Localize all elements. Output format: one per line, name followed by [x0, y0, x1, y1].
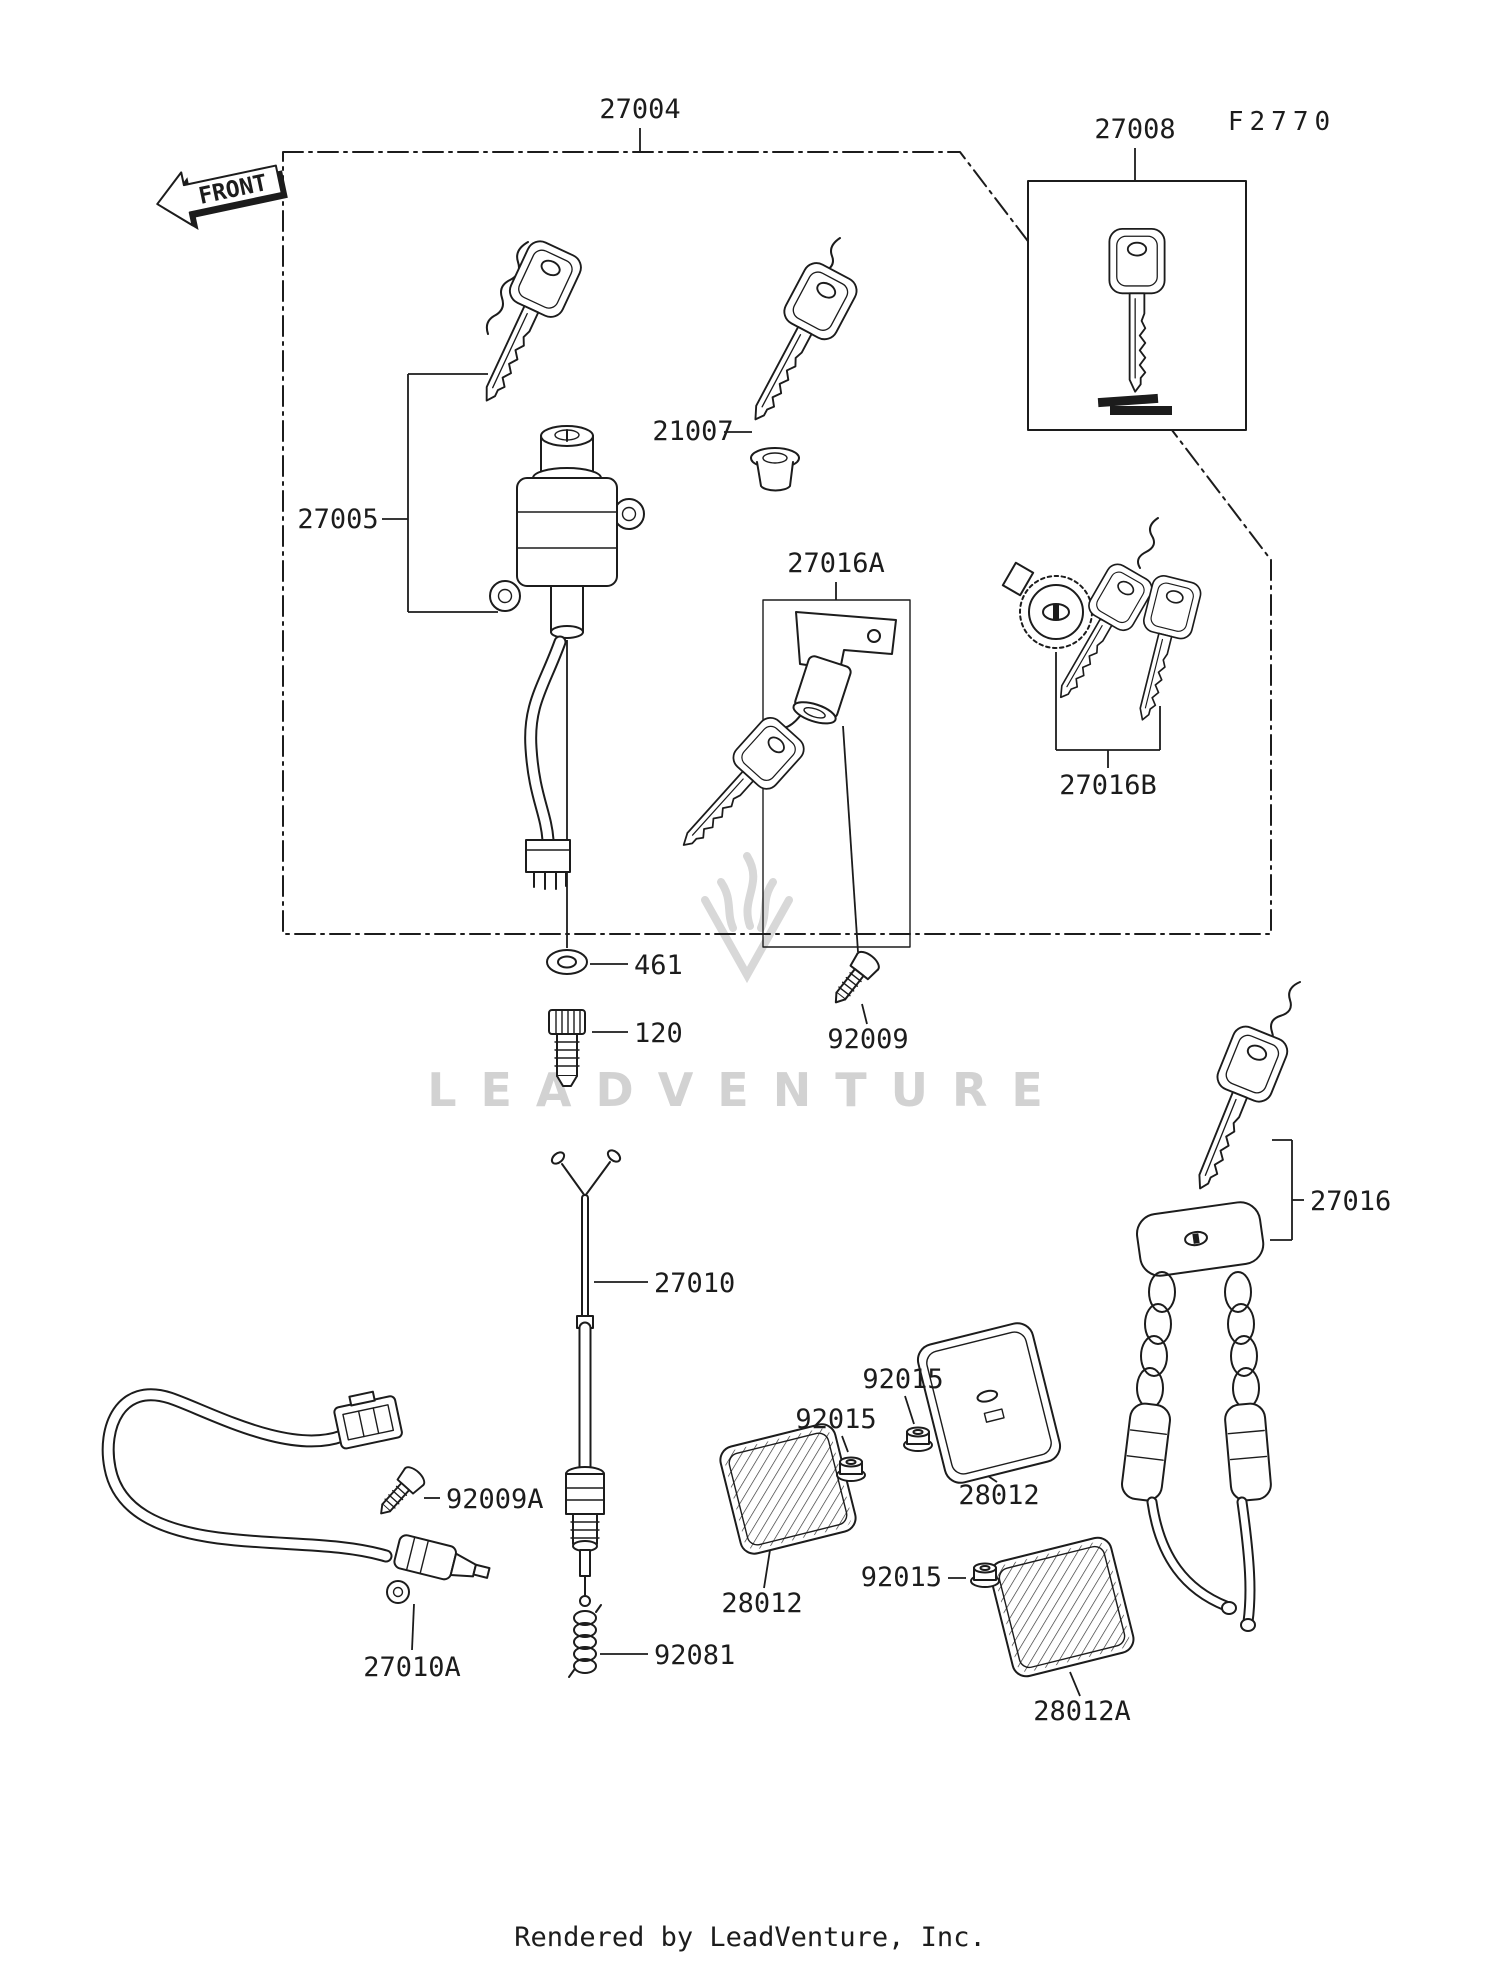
mount-ear-right	[613, 498, 645, 530]
bracket-27005	[382, 373, 498, 613]
ignition-switch-27005	[489, 425, 645, 948]
key-ring-twist	[1137, 517, 1159, 569]
reflector-28012-front	[719, 1423, 857, 1555]
cable-connector	[333, 1395, 403, 1450]
diagram-code: F2770	[1228, 107, 1336, 137]
screw-92009	[824, 947, 884, 1012]
leader-28012-upper	[987, 1475, 998, 1483]
part-label-92015-b: 92015	[795, 1404, 876, 1435]
reflector-28012A	[989, 1536, 1135, 1678]
watermark-logo-flame	[743, 852, 758, 930]
part-label-92009: 92009	[827, 1024, 908, 1055]
cable-sleeve-right	[1224, 1402, 1272, 1502]
part-label-28012-lower: 28012	[721, 1588, 802, 1619]
switch-bottom-stub	[550, 585, 584, 633]
watermark-text: LEADVENTURE	[427, 1063, 1067, 1117]
reflector-hatch	[724, 1428, 852, 1550]
nut-92015-a	[903, 1426, 933, 1452]
wire-connector	[525, 839, 571, 873]
watermark-logo-chevron	[701, 896, 793, 984]
leader-92009-long	[842, 725, 859, 953]
part-label-21007: 21007	[652, 416, 733, 447]
nut-92015-c	[970, 1562, 1000, 1588]
lock-cap-27016B	[1001, 561, 1093, 649]
connector-tab	[348, 1390, 376, 1407]
ignition-cable-27010	[550, 1149, 622, 1607]
assembly-group-box-27004	[282, 151, 1272, 935]
part-label-27016: 27016	[1310, 1186, 1391, 1217]
threaded-section	[572, 1513, 598, 1545]
part-label-28012A: 28012A	[1033, 1696, 1131, 1727]
reflector-hatch-2	[994, 1541, 1130, 1673]
lock-bracket-plate	[795, 611, 897, 671]
part-label-27016B: 27016B	[1059, 770, 1157, 801]
leader-92015-a	[904, 1395, 915, 1425]
cable-lock-body	[1136, 1201, 1265, 1277]
master-key-21007	[731, 237, 863, 492]
part-label-92009A: 92009A	[446, 1484, 544, 1515]
ignition-key-1	[461, 236, 587, 415]
cap-keyhole	[1053, 604, 1059, 620]
bracket-27016B	[1055, 652, 1161, 768]
reflector-28012-back	[916, 1322, 1062, 1484]
nut-92015-b	[836, 1456, 866, 1482]
spring-92081	[568, 1604, 602, 1678]
cable-switch-body	[565, 1473, 605, 1515]
screw-92009A	[370, 1462, 429, 1523]
part-label-92081: 92081	[654, 1640, 735, 1671]
cap-tab	[1001, 561, 1035, 597]
part-label-27008: 27008	[1094, 114, 1175, 145]
plunger	[579, 1549, 591, 1577]
footer-credit: Rendered by LeadVenture, Inc.	[514, 1922, 985, 1953]
leader-28012-lower	[763, 1549, 771, 1589]
leader-28012A	[1069, 1671, 1081, 1697]
bracket-27016	[1270, 1139, 1304, 1241]
part-label-28012-upper: 28012	[958, 1480, 1039, 1511]
key-blank-code-mark	[1097, 393, 1159, 408]
part-label-27010A: 27010A	[363, 1652, 461, 1683]
part-label-27004: 27004	[599, 94, 680, 125]
part-label-120: 120	[634, 1018, 683, 1049]
helmet-lock-27016A	[664, 611, 897, 953]
switch-nozzle	[449, 1552, 477, 1578]
part-label-27005: 27005	[297, 504, 378, 535]
switch-body	[516, 477, 618, 587]
leader-92009	[861, 1003, 868, 1025]
part-label-27010: 27010	[654, 1268, 735, 1299]
cable-left	[1146, 1496, 1232, 1612]
cable-sleeve-left	[1121, 1402, 1171, 1502]
leader-27010A	[411, 1603, 415, 1651]
chain-links-right	[1224, 1271, 1260, 1409]
front-arrow-body	[156, 164, 283, 227]
part-label-27016A: 27016A	[787, 548, 885, 579]
switch-cable-27010A	[101, 1388, 491, 1604]
leader-92015-b	[841, 1435, 849, 1453]
part-label-92015-a: 92015	[862, 1364, 943, 1395]
leadventure-watermark: LEADVENTURE	[427, 852, 1067, 1117]
key-chain-1	[485, 241, 529, 335]
part-label-461: 461	[634, 950, 683, 981]
key-blank-27008	[1097, 227, 1172, 415]
watermark-logo-flame-left	[717, 878, 737, 932]
switch-27010A-body	[393, 1534, 457, 1581]
key-blank-code-mark-2	[1110, 406, 1172, 415]
switch-fitting	[386, 1580, 410, 1604]
part-label-92015-c: 92015	[861, 1562, 942, 1593]
chain-links-left	[1136, 1271, 1176, 1409]
screw-120	[548, 1009, 586, 1087]
front-direction-arrow: FRONT	[156, 164, 288, 231]
washer-461	[546, 949, 588, 975]
cable-lock-27016	[1121, 981, 1301, 1632]
mount-ear-left	[489, 580, 521, 612]
spare-keys-27016B	[1040, 517, 1204, 727]
